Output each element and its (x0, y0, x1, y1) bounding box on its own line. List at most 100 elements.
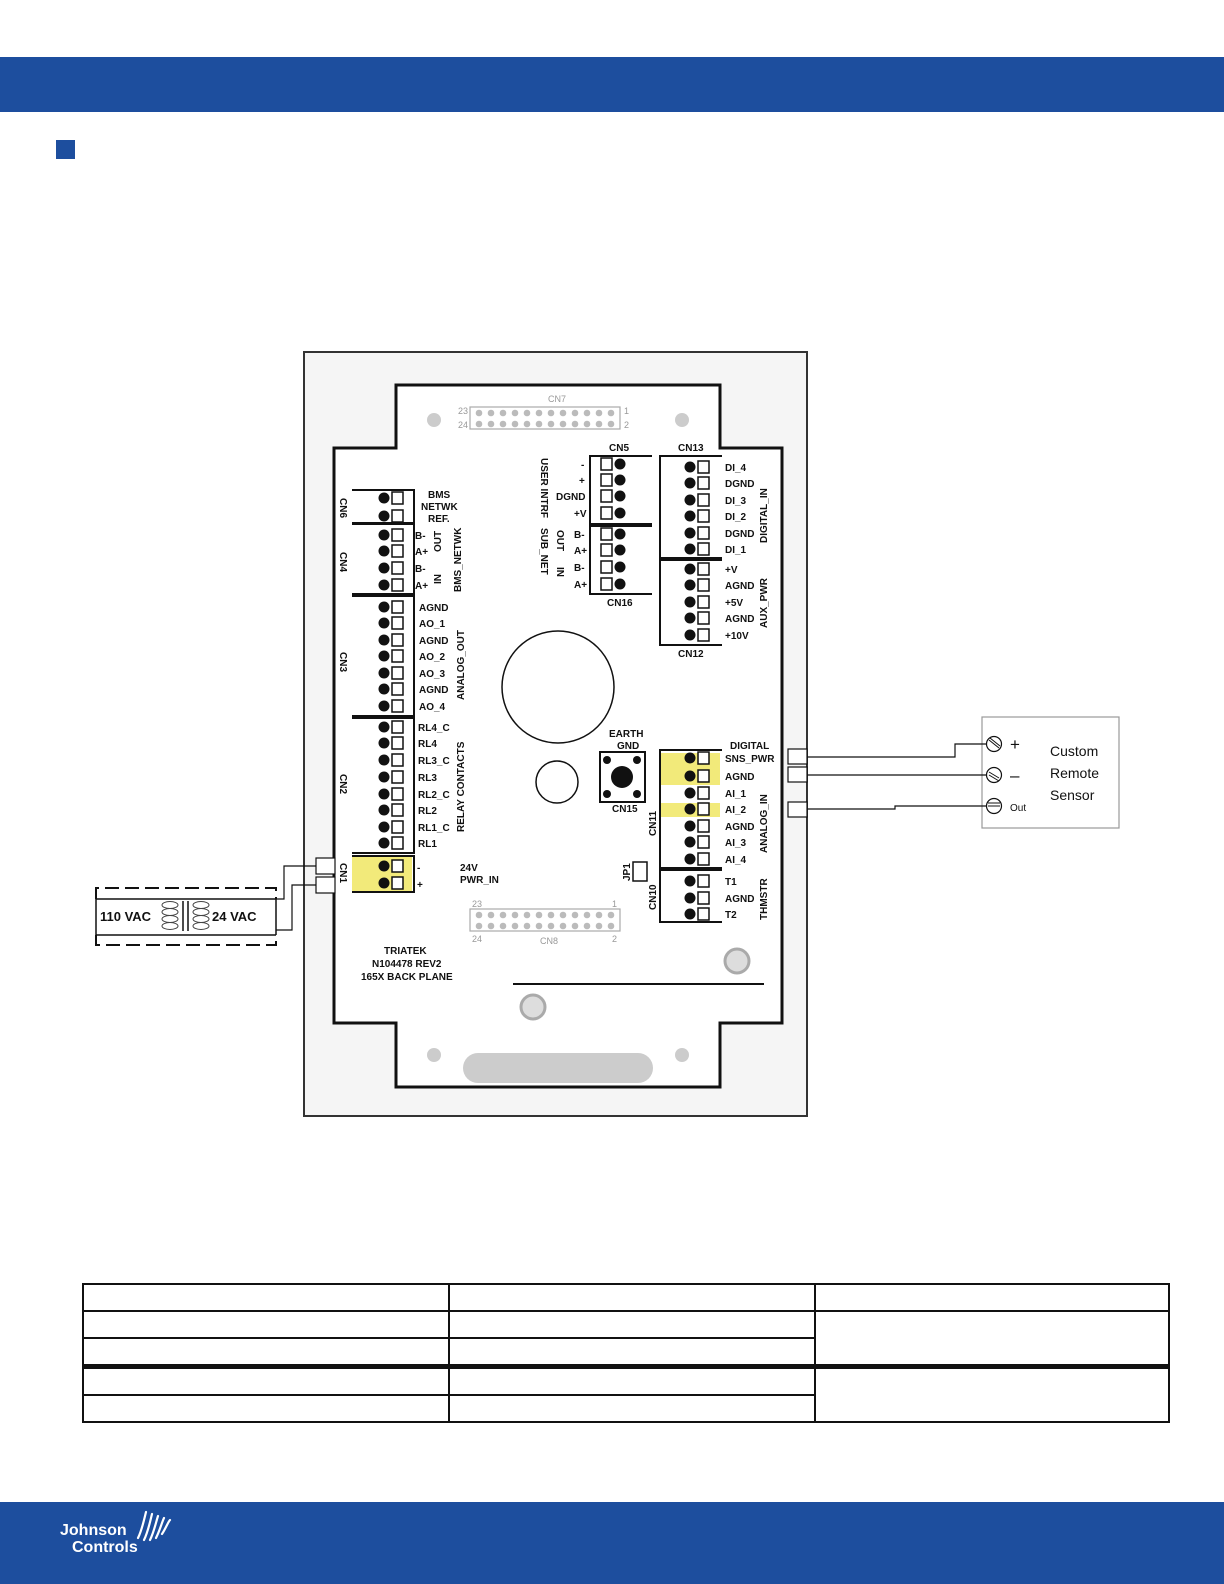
svg-text:+: + (1010, 735, 1020, 754)
svg-text:Out: Out (1010, 803, 1026, 814)
svg-text:RELAY CONTACTS: RELAY CONTACTS (456, 741, 467, 832)
svg-text:PWR_IN: PWR_IN (460, 875, 499, 886)
svg-text:B-: B- (574, 530, 585, 541)
svg-text:SNS_PWR: SNS_PWR (725, 754, 775, 765)
header-pin (547, 420, 555, 428)
svg-text:OUT: OUT (433, 531, 444, 552)
svg-text:CN13: CN13 (678, 443, 704, 454)
mounting-hole (675, 1048, 689, 1062)
svg-text:CN2: CN2 (337, 774, 348, 794)
header-pin (583, 911, 591, 919)
header-pin (583, 409, 591, 417)
cn7-header: CN7 23 24 1 2 (458, 394, 629, 430)
svg-text:-: - (581, 460, 584, 471)
svg-text:JP1: JP1 (622, 863, 633, 881)
header-pin (487, 922, 495, 930)
svg-text:CN12: CN12 (678, 649, 704, 660)
screw-hole (723, 947, 751, 975)
svg-text:RL4_C: RL4_C (418, 723, 450, 734)
svg-text:AGND: AGND (419, 685, 448, 696)
screw-hole (519, 993, 547, 1021)
header-pin (511, 911, 519, 919)
svg-text:NETWK: NETWK (421, 502, 458, 513)
svg-text:RL4: RL4 (418, 739, 437, 750)
header-pin (535, 911, 543, 919)
svg-text:AGND: AGND (419, 603, 448, 614)
board-id-label: TRIATEK N104478 REV2 165X BACK PLANE (361, 946, 453, 983)
footer-band: Johnson Controls (0, 1502, 1224, 1584)
svg-text:23: 23 (472, 899, 482, 909)
header-pin (559, 911, 567, 919)
svg-text:–: – (1010, 766, 1020, 785)
header-pin (475, 922, 483, 930)
jp1-jumper: JP1 (622, 861, 648, 882)
header-pin (499, 409, 507, 417)
svg-text:AI_1: AI_1 (725, 789, 747, 800)
svg-text:Custom: Custom (1050, 743, 1098, 759)
mounting-hole (427, 413, 441, 427)
svg-text:23: 23 (458, 406, 468, 416)
header-pin (595, 409, 603, 417)
svg-text:-: - (417, 863, 420, 874)
header-pin (475, 911, 483, 919)
header-pin (499, 911, 507, 919)
header-pin (559, 409, 567, 417)
header-pin (487, 911, 495, 919)
custom-remote-sensor: + – Out Custom Remote Sensor (787, 716, 1120, 829)
svg-text:RL3: RL3 (418, 773, 437, 784)
header-pin (595, 420, 603, 428)
svg-text:AO_1: AO_1 (419, 619, 446, 630)
secondary-voltage: 24 VAC (212, 909, 257, 924)
header-pin (475, 409, 483, 417)
svg-text:B-: B- (415, 531, 426, 542)
svg-text:THMSTR: THMSTR (759, 878, 770, 920)
svg-text:CN1: CN1 (337, 863, 348, 883)
cable-slot (463, 1053, 653, 1083)
cn8-header: CN8 23 24 1 2 (469, 899, 621, 946)
wiring-diagram-svg: CN7 23 24 1 2 CN8 23 24 1 2 CN6 BMS NETW… (95, 351, 1120, 1117)
svg-text:DGND: DGND (725, 529, 754, 540)
table-cell (448, 1310, 816, 1339)
svg-text:DI_4: DI_4 (725, 463, 747, 474)
svg-text:+10V: +10V (725, 631, 749, 642)
svg-text:AGND: AGND (725, 581, 754, 592)
cn4-terminal-block: CN4 B- A+ B- A+ OUT IN BMS_NETWK (337, 523, 464, 595)
company-logo: Johnson Controls (60, 1522, 138, 1556)
svg-text:RL1: RL1 (418, 839, 437, 850)
header-pin (547, 911, 555, 919)
svg-text:B-: B- (574, 563, 585, 574)
mounting-hole (427, 1048, 441, 1062)
header-band (0, 57, 1224, 112)
primary-voltage: 110 VAC (100, 909, 152, 924)
svg-text:+: + (417, 880, 423, 891)
header-pin (511, 420, 519, 428)
svg-text:DI_2: DI_2 (725, 512, 747, 523)
cn12-terminal-block: CN12 +V AGND +5V AGND +10V AUX_PWR (659, 559, 770, 660)
svg-text:A+: A+ (415, 581, 428, 592)
table-cell (82, 1394, 450, 1423)
cn10-terminal-block: CN10 T1 AGND T2 THMSTR (648, 869, 770, 923)
svg-text:DI_3: DI_3 (725, 496, 747, 507)
cn13-terminal-block: CN13 DI_4 DGND DI_3 DI_2 DGND DI_1 DIGIT… (659, 443, 770, 559)
svg-text:CN3: CN3 (337, 652, 348, 672)
table-cell (814, 1310, 1170, 1368)
svg-text:2: 2 (612, 934, 617, 944)
svg-text:B-: B- (415, 564, 426, 575)
header-pin (523, 409, 531, 417)
table-cell (448, 1364, 816, 1396)
svg-text:USER INTRF: USER INTRF (538, 458, 549, 518)
svg-text:CN11: CN11 (648, 811, 659, 836)
svg-text:Remote: Remote (1050, 765, 1099, 781)
transformer: 110 VAC 24 VAC (95, 865, 316, 946)
indicator-circle (535, 760, 579, 804)
wiring-diagram: CN7 23 24 1 2 CN8 23 24 1 2 CN6 BMS NETW… (0, 330, 1224, 1130)
cn15-earth-ground: EARTH GND CN15 (599, 729, 646, 815)
header-pin (535, 922, 543, 930)
header-pin (571, 420, 579, 428)
svg-text:RL3_C: RL3_C (418, 756, 450, 767)
cn11-terminal-block: CN11 DIGITAL SNS_PWR AGND AI_1 AI_2 AGND… (648, 741, 775, 869)
svg-text:RL2: RL2 (418, 806, 437, 817)
svg-text:A+: A+ (574, 546, 587, 557)
svg-text:2: 2 (624, 420, 629, 430)
svg-text:+5V: +5V (725, 598, 743, 609)
